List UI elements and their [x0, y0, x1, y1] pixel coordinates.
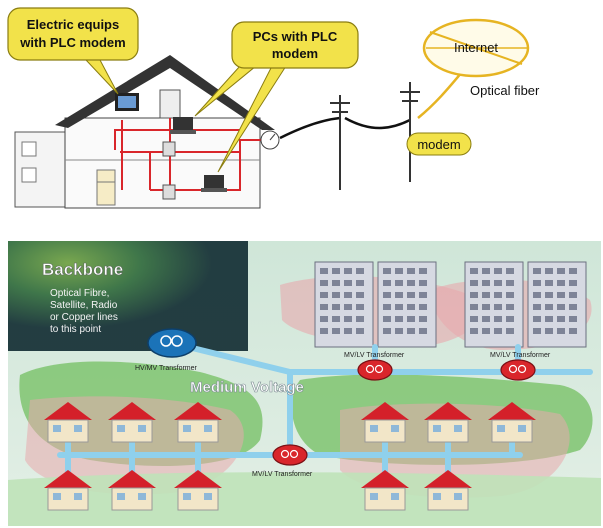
pcs-callout: PCs with PLC modem: [194, 21, 359, 173]
house: [488, 402, 536, 443]
medium-voltage-label: Medium Voltage: [190, 379, 304, 396]
house: [424, 402, 472, 443]
apartment-block-2: [377, 261, 437, 348]
modem-callout: modem: [406, 132, 472, 156]
fridge-appliance: [96, 169, 116, 206]
backbone-glow: [8, 241, 248, 351]
electric-equips-label-line2: with PLC modem: [19, 35, 125, 50]
house: [44, 470, 92, 511]
backbone-note: Optical Fibre, Satellite, Radio or Coppe…: [50, 288, 118, 335]
bottom-grid-diagram: Backbone Optical Fibre, Satellite, Radio…: [8, 241, 601, 526]
house: [44, 402, 92, 443]
pcs-label-line2: modem: [272, 46, 318, 61]
backbone-note-line3: or Copper lines: [50, 312, 118, 323]
optical-fiber-label: Optical fiber: [470, 83, 540, 98]
pcs-label-line1: PCs with PLC: [253, 29, 338, 44]
house-row-lower: [44, 470, 472, 511]
house: [174, 470, 222, 511]
tv-appliance: [115, 93, 139, 111]
mv-lv-transformer-label-1: MV/LV Transformer: [344, 352, 405, 359]
mv-lv-transformer-label-2: MV/LV Transformer: [490, 352, 551, 359]
electric-equips-label-line1: Electric equips: [27, 17, 119, 32]
backbone-note-line2: Satellite, Radio: [50, 300, 118, 311]
house: [361, 402, 409, 443]
hv-mv-transformer-label: HV/MV Transformer: [135, 365, 198, 372]
house: [424, 470, 472, 511]
utility-pole-1: [330, 95, 350, 190]
electric-equips-callout: Electric equips with PLC modem: [7, 7, 139, 95]
mv-lv-transformer-icon: [500, 359, 536, 381]
mv-lv-transformer-icon: [357, 359, 393, 381]
laptop-upstairs: [170, 117, 196, 134]
mv-lv-transformer-icon: [272, 444, 308, 466]
house-illustration: [14, 55, 275, 209]
backbone-label: Backbone: [42, 260, 123, 279]
meter-icon: [260, 130, 280, 150]
hv-mv-transformer-icon: [147, 328, 197, 358]
utility-pole-2: [400, 82, 420, 182]
internet-label: Internet: [454, 40, 498, 55]
power-line: [279, 116, 411, 140]
house: [174, 402, 222, 443]
in-house-wiring: [114, 118, 265, 191]
house: [361, 470, 409, 511]
modem-label: modem: [417, 137, 460, 152]
house: [108, 402, 156, 443]
plc-modem-1: [162, 141, 176, 157]
backbone-note-line1: Optical Fibre,: [50, 288, 109, 299]
apartment-block-1: [314, 261, 374, 348]
apartment-block-4: [527, 261, 587, 348]
plc-modem-2: [162, 184, 176, 200]
apartment-block-3: [464, 261, 524, 348]
house: [108, 470, 156, 511]
mv-lv-transformer-label-3: MV/LV Transformer: [252, 471, 313, 478]
top-home-plc-diagram: Internet Optical fiber modem Electric eq…: [0, 0, 603, 215]
internet-logo: Internet: [422, 18, 530, 78]
backbone-note-line4: to this point: [50, 324, 101, 335]
laptop-downstairs: [201, 175, 227, 192]
house-row-upper: [44, 402, 536, 443]
